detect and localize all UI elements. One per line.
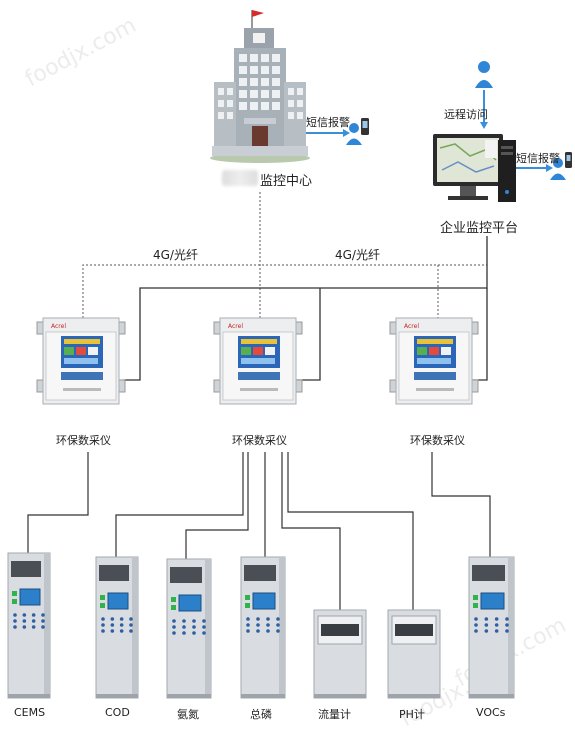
meter-box-5 — [387, 609, 441, 699]
link-4g-fiber-label: 4G/光纤 — [335, 248, 380, 262]
device-line — [185, 452, 249, 559]
collector-label: 环保数采仪 — [56, 434, 111, 447]
device-label-vocs: VOCs — [476, 706, 506, 719]
remote-arrow-icon — [480, 90, 488, 129]
device-label-ammonia: 氨氮 — [177, 708, 199, 721]
device-label-ph: PH计 — [399, 708, 425, 721]
wireless-link-line — [82, 264, 487, 318]
analyzer-cabinet-2 — [166, 558, 212, 699]
device-label-cems: CEMS — [14, 706, 46, 719]
sms-arrow-icon — [516, 164, 553, 172]
device-line — [287, 452, 414, 610]
analyzer-cabinet-3 — [240, 556, 286, 699]
brand-logo: Acrel — [404, 323, 419, 330]
analyzer-cabinet-6 — [468, 556, 515, 699]
sms-alarm-label: 短信报警 — [306, 116, 350, 129]
brand-logo: Acrel — [228, 323, 243, 330]
device-label-cod: COD — [105, 706, 130, 719]
sms-alarm-label: 短信报警 — [516, 152, 560, 165]
collectors-group: Acrel Acrel Acrel — [36, 317, 479, 405]
collector-label: 环保数采仪 — [232, 434, 287, 447]
device-line — [281, 452, 341, 610]
mobile-phone-icon — [361, 118, 369, 135]
analyzer-cabinet-1 — [95, 556, 139, 699]
meter-box-4 — [313, 609, 367, 699]
analyzer-cabinet-0 — [7, 552, 51, 699]
blurred-text — [222, 170, 258, 186]
device-line — [431, 452, 491, 557]
data-collector-device: Acrel — [389, 317, 479, 405]
sms-arrow-icon — [306, 129, 350, 137]
device-line — [27, 452, 89, 553]
mobile-phone-icon — [565, 152, 572, 168]
wired-link-line — [123, 236, 488, 381]
enterprise-platform-label: 企业监控平台 — [440, 221, 519, 236]
collector-label: 环保数采仪 — [410, 434, 465, 447]
device-label-phosphorus: 总磷 — [250, 708, 272, 721]
devices-group — [7, 552, 515, 699]
person-icon — [346, 123, 362, 145]
data-collector-device: Acrel — [36, 317, 126, 405]
person-icon — [550, 158, 566, 180]
monitoring-center-label: 监控中心 — [260, 174, 313, 189]
device-label-flowmeter: 流量计 — [318, 708, 351, 721]
remote-user-icon — [475, 61, 493, 88]
link-4g-fiber-label: 4G/光纤 — [153, 248, 198, 262]
remote-access-label: 远程访问 — [444, 108, 488, 121]
monitoring-center-building-icon — [210, 10, 310, 163]
data-collector-device: Acrel — [213, 317, 303, 405]
device-line — [115, 452, 244, 557]
monitor-icon — [433, 134, 503, 200]
server-tower-icon — [498, 140, 516, 202]
network-lines — [27, 192, 491, 610]
brand-logo: Acrel — [51, 323, 66, 330]
